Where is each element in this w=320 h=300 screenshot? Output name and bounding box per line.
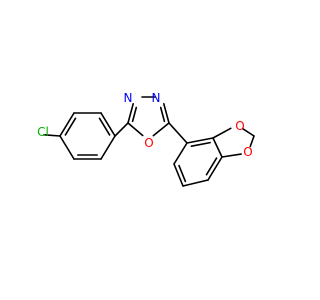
bond-a3-a4 (100, 112, 116, 137)
bond-a6-a1 (59, 135, 75, 160)
bond-a1-a2 (59, 112, 75, 137)
bond-or-c5 (127, 122, 144, 137)
atom-label-o-diox-2: O (243, 145, 252, 159)
bond-cl-a1 (43, 134, 61, 137)
bond-c2-or (152, 122, 170, 137)
bond-c5-n1 (127, 103, 134, 124)
bond-b6-b1 (173, 142, 188, 165)
bond-b3-b4 (207, 156, 223, 181)
atom-label-cl: Cl (37, 125, 49, 139)
bond-c5-n1-double (131, 106, 138, 123)
bond-n2-c2-double (159, 106, 166, 123)
bond-a4-a5 (100, 135, 116, 160)
atom-label-n2: N (152, 91, 161, 105)
bond-b2-od1 (212, 127, 232, 139)
bond-a4-c5 (114, 122, 129, 137)
bond-b4-b5 (182, 179, 209, 187)
bond-b1-b2 (186, 137, 214, 144)
atom-label-n1: N (124, 91, 133, 105)
bond-b3-b4-double (205, 157, 218, 176)
bond-a1-a2-double (64, 117, 77, 136)
bond-od1-ch2 (242, 128, 255, 137)
bond-b2-b3 (212, 137, 223, 158)
bond-b5-b6-double (178, 164, 187, 183)
bond-c2-b1 (168, 122, 188, 144)
bond-a3-a4-double (98, 117, 111, 136)
bond-b5-b6 (173, 163, 184, 187)
atom-label-o-diox-1: O (235, 119, 244, 133)
atom-label-o-ring: O (144, 136, 153, 150)
bond-ch2-od2 (249, 135, 255, 148)
bond-n2-c2 (163, 103, 170, 124)
bond-b1-b2-double (190, 141, 211, 147)
bond-od2-b3 (221, 153, 242, 158)
bond-layer (43, 96, 255, 187)
